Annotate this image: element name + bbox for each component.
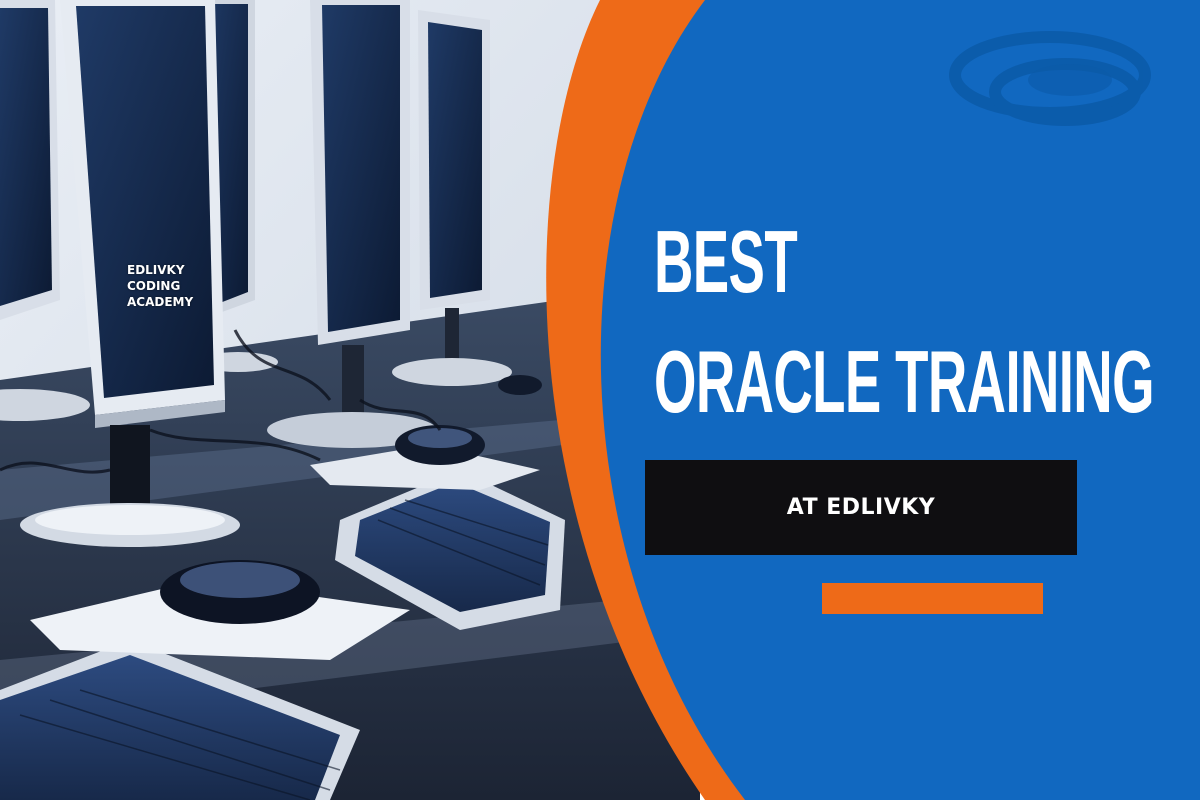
headline-line1: BEST: [654, 212, 798, 311]
keyboard-mid: [335, 470, 565, 630]
mouse-far: [498, 375, 542, 395]
banner-text: AT EDLIVKY: [786, 495, 936, 520]
monitor-far-right: [392, 10, 512, 386]
academy-label: EDLIVKY CODING ACADEMY: [127, 262, 247, 310]
mouse-near: [30, 560, 410, 660]
database-cylinder-logo-icon: [949, 31, 1151, 126]
academy-label-line2: CODING: [127, 279, 181, 293]
banner-bar: AT EDLIVKY: [645, 460, 1077, 555]
orange-accent-strip: [822, 583, 1043, 614]
monitor-near: [20, 0, 240, 547]
monitor-mid-right: [267, 0, 437, 448]
academy-label-line1: EDLIVKY: [127, 263, 185, 277]
mouse-mid: [310, 425, 540, 490]
headline-line2: ORACLE TRAINING: [654, 332, 1155, 431]
monitor-left-edge: [0, 0, 90, 421]
academy-label-line3: ACADEMY: [127, 295, 194, 309]
